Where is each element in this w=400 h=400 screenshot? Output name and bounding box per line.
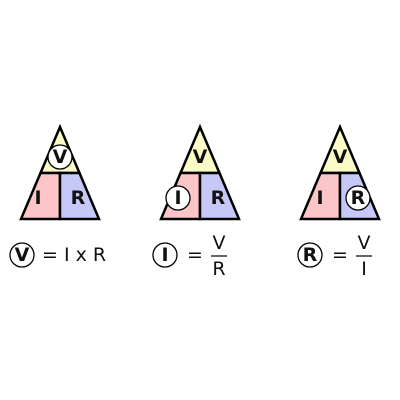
equals-sign: = <box>332 244 348 266</box>
subject-circle <box>297 242 323 268</box>
label-i: I <box>174 187 181 209</box>
fraction-numerator: V <box>213 232 226 254</box>
label-v: V <box>193 146 208 168</box>
fraction-denominator: I <box>361 258 367 280</box>
label-v: V <box>53 146 68 168</box>
fraction-numerator: V <box>358 232 371 254</box>
ohms-law-triangle-r: V I R <box>299 123 381 221</box>
label-r: R <box>211 187 226 209</box>
label-r: R <box>71 187 86 209</box>
region-r <box>198 171 241 221</box>
subject-circle <box>152 242 178 268</box>
highlight-circle <box>47 144 73 170</box>
formula-resistance: R = V I <box>297 232 372 280</box>
region-r <box>58 171 101 221</box>
subject-circle <box>9 242 35 268</box>
formula-current: I = V R <box>152 232 227 280</box>
label-r: R <box>351 187 366 209</box>
formula-subject: V <box>15 244 30 266</box>
ohms-law-triangle-i: V I R <box>159 123 241 221</box>
formula-subject: I <box>161 244 168 266</box>
ohms-law-triangle-v: V I R <box>19 123 101 221</box>
label-i: I <box>316 187 323 209</box>
label-i: I <box>34 187 41 209</box>
equals-sign: = <box>187 244 203 266</box>
highlight-circle <box>345 185 371 211</box>
formula-rhs: I x R <box>64 244 106 266</box>
highlight-circle <box>165 185 191 211</box>
formula-voltage: V = I x R <box>9 242 106 268</box>
label-v: V <box>333 146 348 168</box>
equals-sign: = <box>42 244 58 266</box>
formula-subject: R <box>303 244 318 266</box>
fraction-denominator: R <box>212 258 225 280</box>
